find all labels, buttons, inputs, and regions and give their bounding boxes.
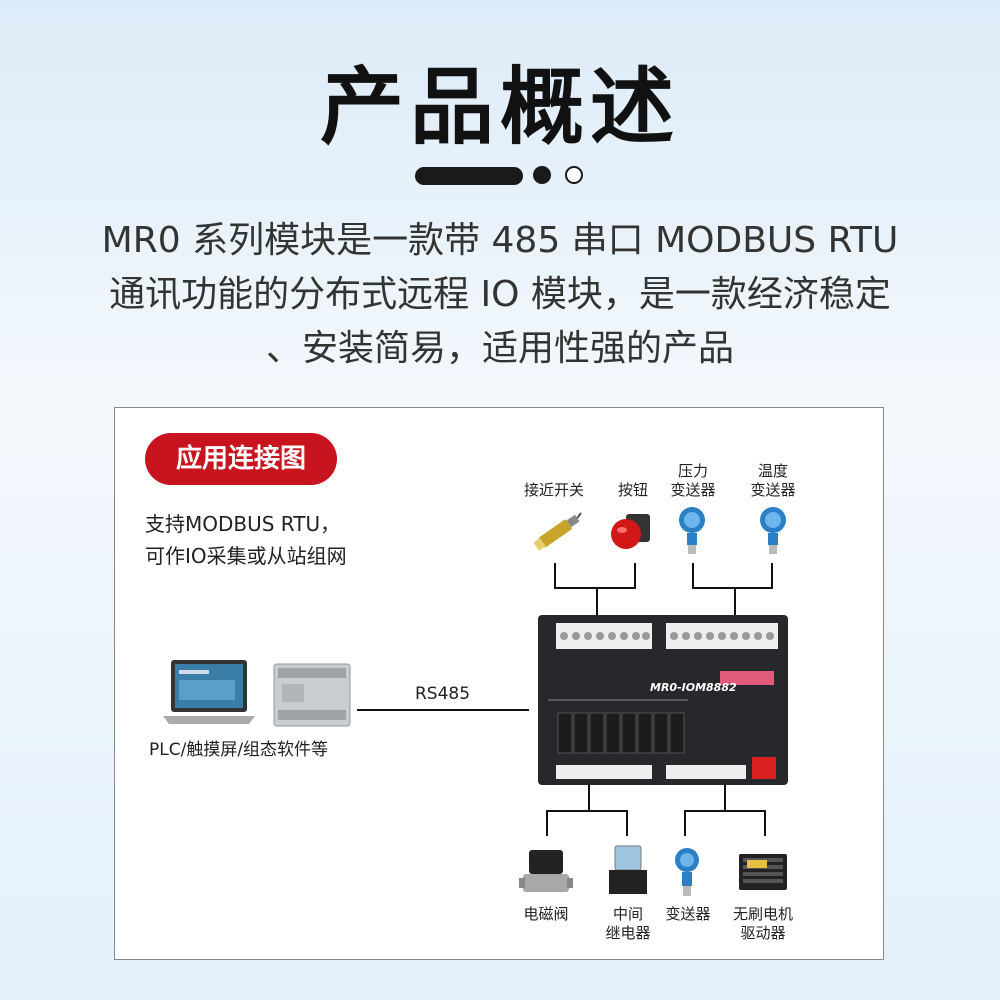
connection-diagram-card: 应用连接图 支持MODBUS RTU， 可作IO采集或从站组网 接近开关 按钮 [114, 407, 884, 960]
module-model-label: MR0-IOM8882 [650, 681, 737, 694]
solenoid-valve-icon [519, 850, 573, 892]
host-label: PLC/触摸屏/组态软件等 [149, 740, 329, 760]
device-label-motor-driver: 无刷电机 驱动器 [732, 905, 793, 942]
device-label-proximity-switch: 接近开关 [523, 481, 584, 499]
rs485-label: RS485 [415, 684, 471, 704]
pagination-bar [415, 167, 523, 185]
device-label-temperature-transmitter: 温度 变送器 [750, 462, 796, 499]
pressure-transmitter-icon [679, 507, 705, 554]
device-label-pressure-transmitter: 压力 变送器 [670, 462, 716, 499]
device-label-solenoid-valve: 电磁阀 [523, 905, 569, 923]
pagination-indicator [415, 166, 595, 188]
temperature-transmitter-icon [760, 507, 786, 554]
wiring-lines [357, 563, 773, 836]
support-line: 支持MODBUS RTU， [145, 512, 341, 536]
description-line: 、安装简易，适用性强的产品 [265, 328, 734, 369]
proximity-switch-icon [533, 512, 582, 551]
description-line: MR0 系列模块是一款带 485 串口 MODBUS RTU [101, 220, 899, 261]
support-text: 支持MODBUS RTU， 可作IO采集或从站组网 [145, 508, 347, 572]
motor-driver-icon [739, 854, 787, 890]
device-label-relay: 中间 继电器 [605, 905, 651, 942]
device-label-button: 按钮 [617, 481, 648, 499]
emergency-button-icon [611, 514, 650, 549]
transmitter-icon [675, 848, 699, 896]
laptop-icon [163, 660, 255, 724]
io-module-graphic [548, 623, 778, 779]
page-title: 产品概述 [319, 58, 680, 156]
pagination-dot-active [533, 166, 551, 184]
plc-icon [273, 663, 351, 727]
pagination-dot-inactive [565, 166, 583, 184]
device-label-transmitter: 变送器 [665, 905, 711, 923]
product-description: MR0 系列模块是一款带 485 串口 MODBUS RTU 通讯功能的分布式远… [30, 214, 970, 376]
io-module: MR0-IOM8882 [538, 615, 788, 785]
description-line: 通讯功能的分布式远程 IO 模块，是一款经济稳定 [109, 274, 891, 315]
support-line: 可作IO采集或从站组网 [145, 544, 347, 568]
diagram-badge: 应用连接图 [145, 433, 337, 485]
relay-icon [609, 845, 647, 894]
